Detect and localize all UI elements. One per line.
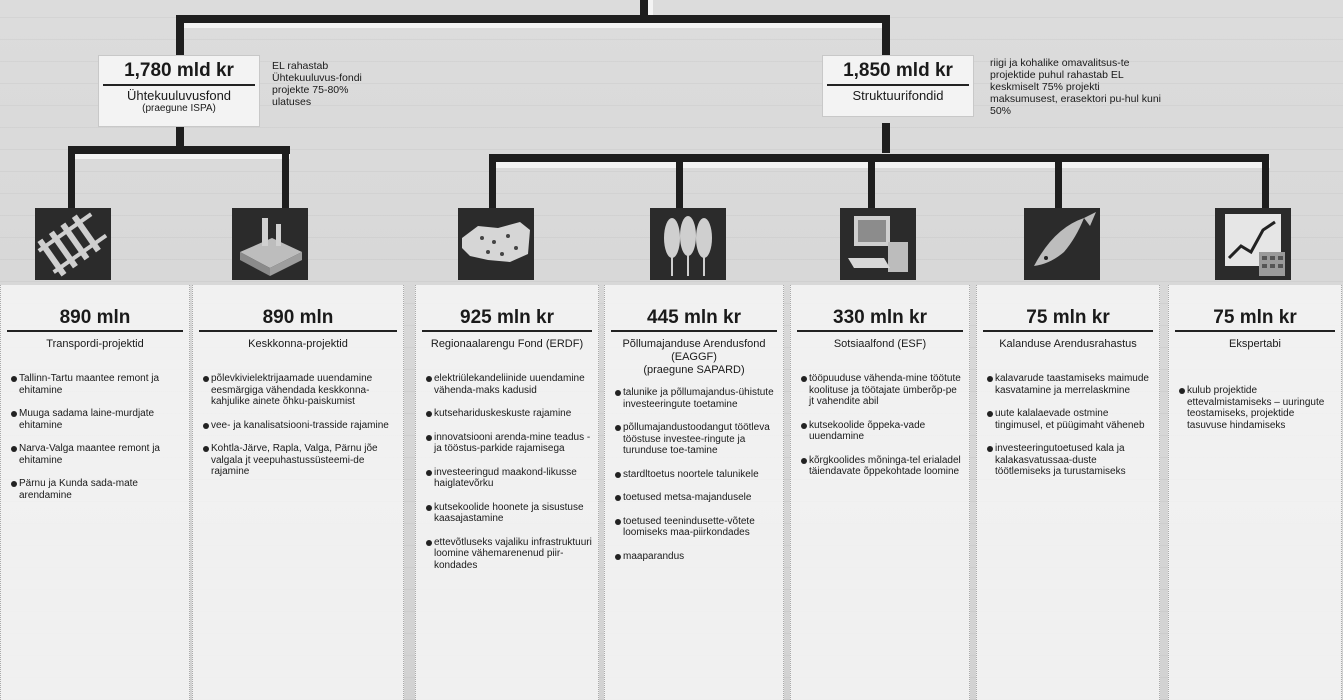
column-sub: (praegune SAPARD) <box>643 364 745 376</box>
fund-column-expert-aid: 75 mln kr Ekspertabi kulub projektide et… <box>1168 285 1342 700</box>
list-item: uute kalalaevade ostmine tingimusel, et … <box>987 408 1153 431</box>
list-item: Muuga sadama laine-murdjate ehitamine <box>11 408 183 431</box>
project-list: tööpuuduse vähenda-mine töötute koolitus… <box>791 373 969 478</box>
structural-fund-note: riigi ja kohalike omavalitsus-te projekt… <box>990 57 1161 117</box>
project-list: talunike ja põllumajandus-ühistute inves… <box>605 387 783 562</box>
column-name: Kalanduse Arendusrahastus <box>999 338 1137 350</box>
list-item: kalavarude taastamiseks maimude kasvatam… <box>987 373 1153 396</box>
divider <box>797 330 963 332</box>
list-item: Kohtla-Järve, Rapla, Valga, Pärnu jõe va… <box>203 443 397 478</box>
factory-icon <box>232 208 308 280</box>
list-item: Narva-Valga maantee remont ja ehitamine <box>11 443 183 466</box>
list-item: kutsekoolide õppeka-vade uuendamine <box>801 420 963 443</box>
project-list: kalavarude taastamiseks maimude kasvatam… <box>977 373 1159 478</box>
divider <box>103 84 255 86</box>
column-amount: 890 mln <box>59 307 131 328</box>
computer-icon <box>840 208 916 280</box>
fund-column-esf: 330 mln kr Sotsiaalfond (ESF) tööpuuduse… <box>790 285 970 700</box>
list-item: Tallinn-Tartu maantee remont ja ehitamin… <box>11 373 183 396</box>
divider <box>199 330 397 332</box>
cohesion-fund-amount: 1,780 mld kr <box>124 60 234 81</box>
structural-fund-name: Struktuurifondid <box>852 88 944 103</box>
list-item: kõrgkoolides mõninga-tel erialadel täien… <box>801 455 963 478</box>
column-name: Põllumajanduse Arendusfond (EAGGF) <box>622 338 766 363</box>
fund-column-fisheries: 75 mln kr Kalanduse Arendusrahastus kala… <box>976 285 1160 700</box>
list-item: stardltoetus noortele talunikele <box>615 469 777 481</box>
estonia-map-icon <box>458 208 534 280</box>
list-item: kulub projektide ettevalmistamiseks – uu… <box>1179 385 1335 431</box>
list-item: toetused teenindusette-võtete loomiseks … <box>615 516 777 539</box>
list-item: talunike ja põllumajandus-ühistute inves… <box>615 387 777 410</box>
column-amount: 890 mln <box>262 307 334 328</box>
column-amount: 925 mln kr <box>460 307 554 328</box>
column-name: Keskkonna-projektid <box>248 338 348 350</box>
column-name: Ekspertabi <box>1229 338 1281 350</box>
list-item: kutsekoolide hoonete ja sisustuse kaasaj… <box>426 502 592 525</box>
railway-track-icon <box>35 208 111 280</box>
structural-fund-box: 1,850 mld kr Struktuurifondid <box>822 55 974 117</box>
column-name: Transpordi-projektid <box>46 338 144 350</box>
project-list: Tallinn-Tartu maantee remont ja ehitamin… <box>1 373 189 501</box>
column-name: Regionaalarengu Fond (ERDF) <box>430 338 584 350</box>
list-item: toetused metsa-majandusele <box>615 492 777 504</box>
list-item: Pärnu ja Kunda sada-mate arendamine <box>11 478 183 501</box>
list-item: investeeringud maakond-likusse haiglatev… <box>426 467 592 490</box>
list-item: vee- ja kanalisatsiooni-trasside rajamin… <box>203 420 397 432</box>
column-name: Sotsiaalfond (ESF) <box>833 338 927 350</box>
cohesion-fund-sub: (praegune ISPA) <box>142 103 216 114</box>
fund-column-eaggf: 445 mln kr Põllumajanduse Arendusfond (E… <box>604 285 784 700</box>
list-item: ettevõtluseks vajaliku infrastruktuuri l… <box>426 537 592 572</box>
list-item: tööpuuduse vähenda-mine töötute koolitus… <box>801 373 963 408</box>
list-item: innovatsiooni arenda-mine teadus - ja tö… <box>426 432 592 455</box>
divider <box>1175 330 1335 332</box>
fund-column-transport: 890 mln Transpordi-projektid Tallinn-Tar… <box>0 285 190 700</box>
project-list: põlevkivielektrijaamade uuendamine eesmä… <box>193 373 403 478</box>
list-item: põllumajandustoodangut töötleva tööstuse… <box>615 422 777 457</box>
wheat-icon <box>650 208 726 280</box>
list-item: põlevkivielektrijaamade uuendamine eesmä… <box>203 373 397 408</box>
list-item: kutsehariduskeskuste rajamine <box>426 408 592 420</box>
project-list: elektriülekandeliinide uuendamine vähend… <box>416 373 598 571</box>
chart-calculator-icon <box>1215 208 1291 280</box>
cohesion-fund-box: 1,780 mld kr Ühtekuuluvusfond (praegune … <box>98 55 260 127</box>
divider <box>7 330 183 332</box>
fund-column-environment: 890 mln Keskkonna-projektid põlevkiviele… <box>192 285 404 700</box>
divider <box>422 330 592 332</box>
list-item: investeeringutoetused kala ja kalakasvat… <box>987 443 1153 478</box>
divider <box>983 330 1153 332</box>
divider <box>611 330 777 332</box>
list-item: elektriülekandeliinide uuendamine vähend… <box>426 373 592 396</box>
cohesion-fund-name: Ühtekuuluvusfond <box>126 88 232 103</box>
fund-column-erdf: 925 mln kr Regionaalarengu Fond (ERDF) e… <box>415 285 599 700</box>
fish-icon <box>1024 208 1100 280</box>
cohesion-fund-note: EL rahastab Ühtekuuluvus-fondi projekte … <box>272 60 362 108</box>
column-amount: 75 mln kr <box>1213 307 1297 328</box>
divider <box>827 84 969 86</box>
column-amount: 445 mln kr <box>647 307 741 328</box>
structural-fund-amount: 1,850 mld kr <box>843 60 953 81</box>
column-amount: 330 mln kr <box>833 307 927 328</box>
list-item: maaparandus <box>615 551 777 563</box>
project-list: kulub projektide ettevalmistamiseks – uu… <box>1169 385 1341 431</box>
column-amount: 75 mln kr <box>1026 307 1110 328</box>
